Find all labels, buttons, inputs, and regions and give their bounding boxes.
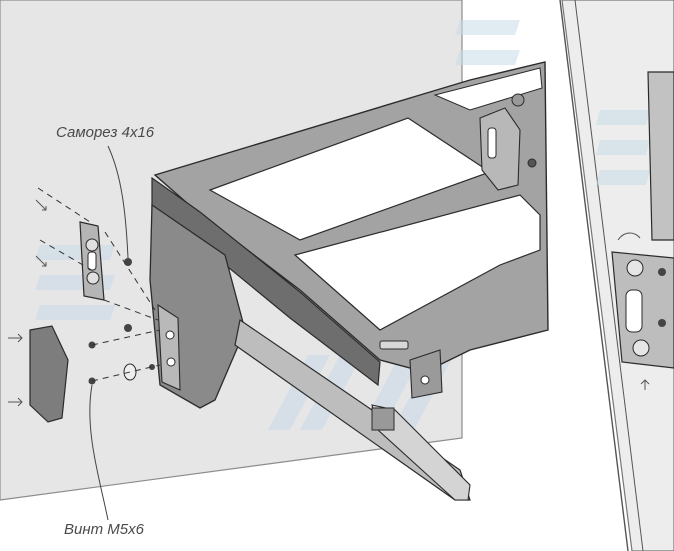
bolt-callout-label: Винт М5х6: [64, 521, 144, 538]
bolt-icon: [88, 363, 155, 385]
basket-frame: [149, 61, 549, 409]
label-leaders: [89, 145, 129, 521]
direction-arrows: [8, 199, 47, 407]
telescopic-runner: [234, 318, 471, 501]
assembly-guides: [37, 187, 161, 382]
wall-mounting-plate: [79, 221, 105, 301]
frame-bracket: [157, 303, 181, 391]
frame-opening-side: [433, 67, 543, 111]
screw-callout-label: Саморез 4х16: [56, 124, 155, 141]
frame-opening-front: [293, 194, 541, 331]
side-cover-cap: [29, 325, 69, 423]
rear-bracket: [479, 93, 537, 191]
detail-hinge: [611, 71, 674, 390]
